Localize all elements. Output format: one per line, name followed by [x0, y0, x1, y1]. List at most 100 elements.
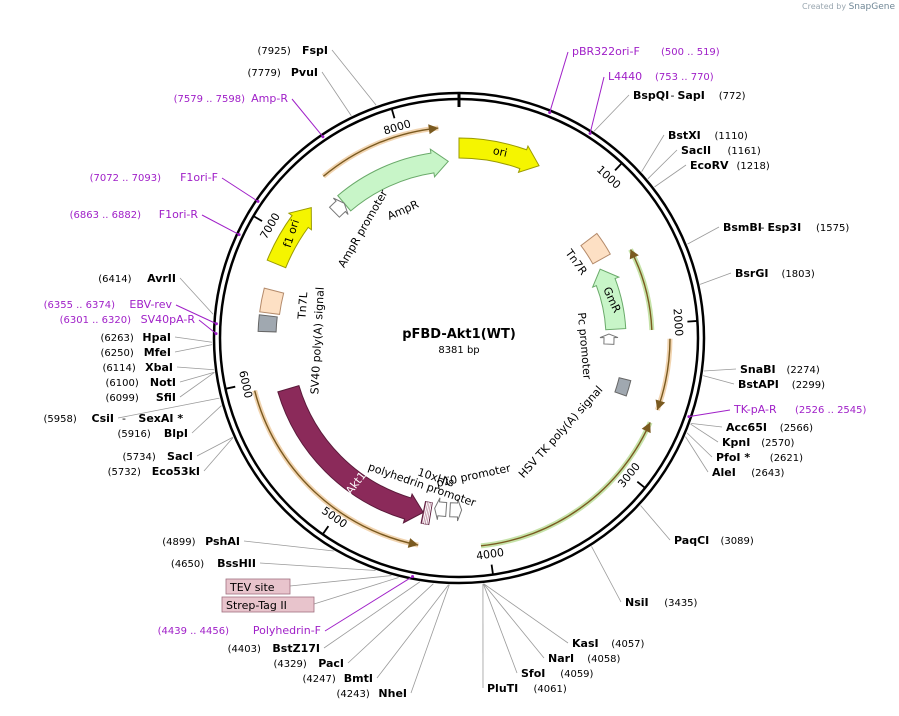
site-position: (1575) — [816, 223, 849, 234]
primer-name: L4440 — [608, 70, 642, 83]
feature-hsv-tk-polya[interactable] — [614, 377, 632, 397]
site-paqci[interactable]: PaqCI(3089) — [674, 534, 754, 547]
site-kasi[interactable]: KasI(4057) — [572, 637, 645, 650]
site-noti[interactable]: NotI(6100) — [106, 376, 176, 389]
feature-tn7l[interactable] — [259, 287, 285, 315]
site-pvui[interactable]: PvuI(7779) — [248, 66, 318, 79]
feature-pc-promoter[interactable] — [599, 333, 619, 345]
site-name: MfeI — [144, 346, 171, 359]
primer-leader — [549, 51, 569, 113]
primer-f1ori-r[interactable]: F1ori-R(6863 .. 6882) — [70, 208, 199, 221]
site-xbai[interactable]: XbaI(6114) — [103, 361, 173, 374]
site-name: AvrII — [147, 272, 176, 285]
primer-ebv-rev[interactable]: EBV-rev(6355 .. 6374) — [44, 298, 173, 311]
primer-sv40pa-r[interactable]: SV40pA-R(6301 .. 6320) — [60, 313, 196, 326]
primer-tk-pa-r[interactable]: TK-pA-R(2526 .. 2545) — [733, 403, 867, 416]
site-leader — [179, 372, 215, 398]
site-bsshii[interactable]: BssHII(4650) — [171, 557, 256, 570]
site-mfei[interactable]: MfeI(6250) — [101, 346, 171, 359]
site-leader — [690, 422, 723, 428]
site-leader — [685, 436, 709, 473]
site-fspi[interactable]: FspI(7925) — [258, 44, 328, 57]
snapgene-logo: SnapGene — [848, 2, 895, 12]
site-acc65i[interactable]: Acc65I(2566) — [726, 421, 813, 434]
feature-ori[interactable] — [458, 137, 540, 174]
site-name: HpaI — [142, 331, 171, 344]
site-name: Eco53kI — [152, 465, 200, 478]
box-label-strep-tag-ii[interactable]: Strep-Tag II — [221, 596, 315, 613]
site-saci[interactable]: SacI(5734) — [123, 450, 193, 463]
site-nhei[interactable]: NheI(4243) — [337, 687, 407, 700]
feature-ampr-promoter[interactable] — [328, 197, 349, 218]
site-kpni[interactable]: KpnI(2570) — [722, 436, 795, 449]
box-label-text: TEV site — [229, 581, 275, 594]
site-hpai[interactable]: HpaI(6263) — [101, 331, 171, 344]
site-snabi[interactable]: SnaBI(2274) — [740, 363, 820, 376]
site-leader — [410, 584, 450, 694]
site-bstz17i[interactable]: BstZ17I(4403) — [228, 642, 320, 655]
primer-leader — [324, 576, 413, 632]
site-sfoi[interactable]: SfoI(4059) — [521, 667, 594, 680]
site-leader — [483, 583, 545, 659]
site-bsrgi[interactable]: BsrGI(1803) — [735, 267, 815, 280]
feature-p10-promoter[interactable] — [449, 498, 463, 522]
primer-l4440[interactable]: L4440(753 .. 770) — [608, 70, 714, 83]
site-csii[interactable]: CsiI-SexAI *(5958) — [44, 412, 184, 425]
feature-ampr[interactable] — [337, 148, 450, 212]
site-name: NsiI — [625, 596, 649, 609]
arc-gmr-glow — [628, 248, 655, 331]
primer-position: (2526 .. 2545) — [795, 405, 867, 416]
primer-pbr322ori-f[interactable]: pBR322ori-F(500 .. 519) — [572, 45, 720, 58]
tick-mark — [321, 525, 330, 535]
site-name: BsmBI — [723, 221, 762, 234]
site-position: (2274) — [787, 365, 820, 376]
site-nari[interactable]: NarI(4058) — [548, 652, 621, 665]
site-name: PluTI — [487, 682, 518, 695]
site-extra: Esp3I — [768, 221, 802, 234]
site-position: (4058) — [587, 654, 620, 665]
site-name: CsiI — [92, 412, 114, 425]
site-sfii[interactable]: SfiI(6099) — [106, 391, 176, 404]
tick-mark — [390, 108, 396, 119]
box-label-tev-site[interactable]: TEV site — [225, 578, 291, 595]
site-avrii[interactable]: AvrII(6414) — [98, 272, 176, 285]
site-ecorv[interactable]: EcoRV(1218) — [690, 159, 770, 172]
box-leader — [313, 577, 399, 605]
site-leader — [347, 583, 434, 664]
primer-amp-r[interactable]: Amp-R(7579 .. 7598) — [174, 92, 289, 105]
feature-tn7r[interactable] — [580, 232, 611, 265]
site-name: NheI — [378, 687, 407, 700]
primer-leader — [688, 409, 731, 418]
site-eco53ki[interactable]: Eco53kI(5732) — [108, 465, 200, 478]
site-position: (4247) — [303, 674, 336, 685]
site-position: (4899) — [162, 537, 195, 548]
site-paci[interactable]: PacI(4329) — [274, 657, 344, 670]
site-leader — [641, 134, 665, 172]
site-nsii[interactable]: NsiI(3435) — [625, 596, 698, 609]
site-pfoi[interactable]: PfoI *(2621) — [716, 451, 803, 464]
site-bmti[interactable]: BmtI(4247) — [303, 672, 373, 685]
label-sv40: SV40 poly(A) signal — [308, 287, 327, 395]
feature-f1-ori[interactable] — [266, 207, 312, 269]
site-bstxi[interactable]: BstXI(1110) — [668, 129, 748, 142]
primer-polyhedrin-f[interactable]: Polyhedrin-F(4439 .. 4456) — [158, 624, 321, 637]
site-sacii[interactable]: SacII(1161) — [681, 144, 761, 157]
feature-akt1[interactable] — [277, 385, 424, 524]
primer-f1ori-f[interactable]: F1ori-F(7072 .. 7093) — [90, 171, 218, 184]
site-blpi[interactable]: BlpI(5916) — [118, 427, 188, 440]
feature-polyhedrin-promoter[interactable] — [434, 497, 448, 520]
site-alei[interactable]: AleI(2643) — [712, 466, 785, 479]
site-leader — [699, 272, 732, 285]
feature-sv40-polya[interactable] — [257, 314, 278, 333]
site-pshai[interactable]: PshAI(4899) — [162, 535, 240, 548]
arc-tk-glow — [654, 338, 673, 411]
site-pluti[interactable]: PluTI(4061) — [487, 682, 567, 695]
feature-gmr[interactable] — [591, 268, 627, 331]
site-bstapi[interactable]: BstAPI(2299) — [738, 378, 825, 391]
box-label-text: Strep-Tag II — [226, 599, 287, 612]
box-label-bg — [225, 578, 291, 595]
